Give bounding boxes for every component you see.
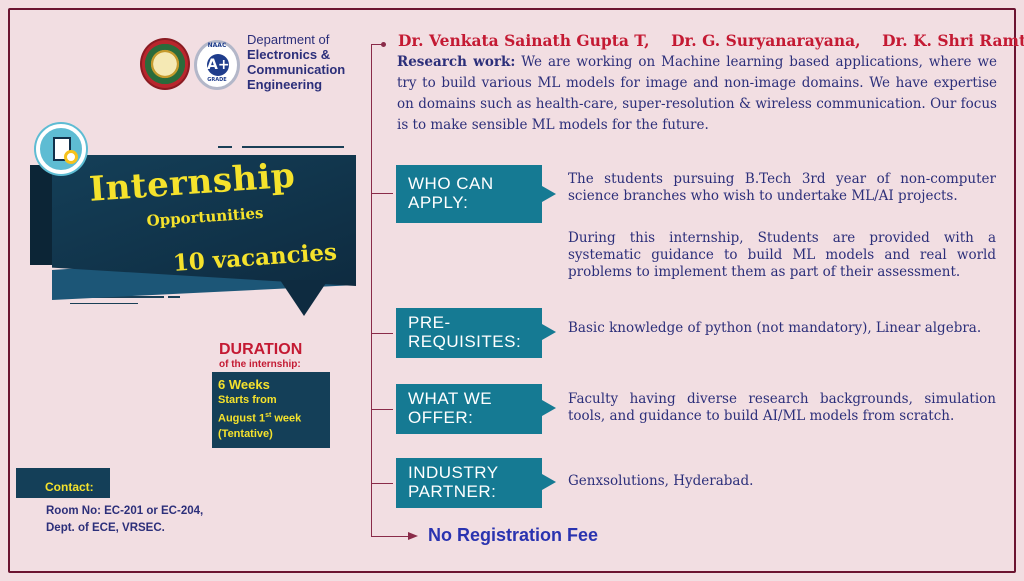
connector-branch [371,536,411,537]
start-ordinal: st [265,412,272,419]
label-line-1: WHAT WE [408,389,493,408]
research-document-icon [36,124,86,174]
decor-line [242,146,344,148]
desc-prerequisites: Basic knowledge of python (not mandatory… [568,320,982,336]
duration-weeks: 6 Weeks [218,377,270,392]
label-what-we-offer: WHAT WE OFFER: [396,384,542,434]
naac-label: NAAC [207,42,227,49]
faculty-names: Dr. Venkata Sainath Gupta T, Dr. G. Sury… [398,31,1024,50]
decor-line [168,296,180,298]
label-line-2: PARTNER: [408,482,497,501]
duration-start-week: August 1st week [218,408,324,427]
connector-branch [371,333,393,334]
dept-line-2: Electronics & [247,47,331,62]
naac-grade: A+ [207,54,230,76]
duration-title: DURATION [219,341,303,358]
duration-tentative: (Tentative) [218,427,273,440]
label-line-1: WHO CAN [408,174,494,193]
dept-line-1: Department of [247,32,330,47]
label-prerequisites: PRE- REQUISITES: [396,308,542,358]
contact-dept: Dept. of ECE, VRSEC. [46,522,165,534]
research-text: We are working on Machine learning based… [397,54,997,133]
internship-banner [52,155,356,286]
banner-back-strip [30,165,56,265]
department-name: Department of Electronics & Communicatio… [247,32,377,92]
desc-who-can-apply: The students pursuing B.Tech 3rd year of… [568,171,996,204]
label-who-can-apply: WHO CAN APPLY: [396,165,542,223]
contact-label: Contact: [45,480,94,494]
label-line-1: INDUSTRY [408,463,499,482]
desc-industry-partner: Genxsolutions, Hyderabad. [568,473,754,489]
contact-room: Room No: EC-201 or EC-204, [46,505,204,517]
connector-dot [381,42,386,47]
decor-line [218,146,232,148]
dept-line-4: Engineering [247,77,323,92]
connector-branch [371,193,393,194]
contact-label-box [16,468,110,498]
label-line-2: REQUISITES: [408,332,522,351]
desc-what-we-offer: Faculty having diverse research backgrou… [568,391,996,424]
label-line-1: PRE- [408,313,451,332]
college-seal-logo [140,38,190,90]
duration-starts: Starts from [218,394,277,406]
naac-grade-label: GRADE [207,77,227,83]
duration-box: 6 Weeks Starts from August 1st week (Ten… [212,372,330,448]
contact-details: Room No: EC-201 or EC-204, Dept. of ECE,… [46,503,203,537]
research-label: Research work: [397,54,516,70]
connector-branch [371,409,393,410]
arrow-right-icon [408,532,418,540]
page-frame [8,8,1016,573]
naac-logo: NAAC A+ GRADE [194,40,240,90]
magnifier-icon [64,150,78,164]
duration-subtitle: of the internship: [219,359,301,370]
connector-line [371,44,372,536]
start-month: August 1 [218,412,266,425]
dept-line-3: Communication [247,62,346,77]
desc-internship-guidance: During this internship, Students are pro… [568,230,996,280]
label-line-2: APPLY: [408,193,469,212]
decor-line [70,303,138,304]
label-line-2: OFFER: [408,408,474,427]
research-work: Research work: We are working on Machine… [397,52,997,136]
connector-branch [371,483,393,484]
connector-branch [371,44,383,45]
start-week-word: week [271,412,302,425]
no-registration-fee: No Registration Fee [428,525,599,545]
label-industry-partner: INDUSTRY PARTNER: [396,458,542,508]
